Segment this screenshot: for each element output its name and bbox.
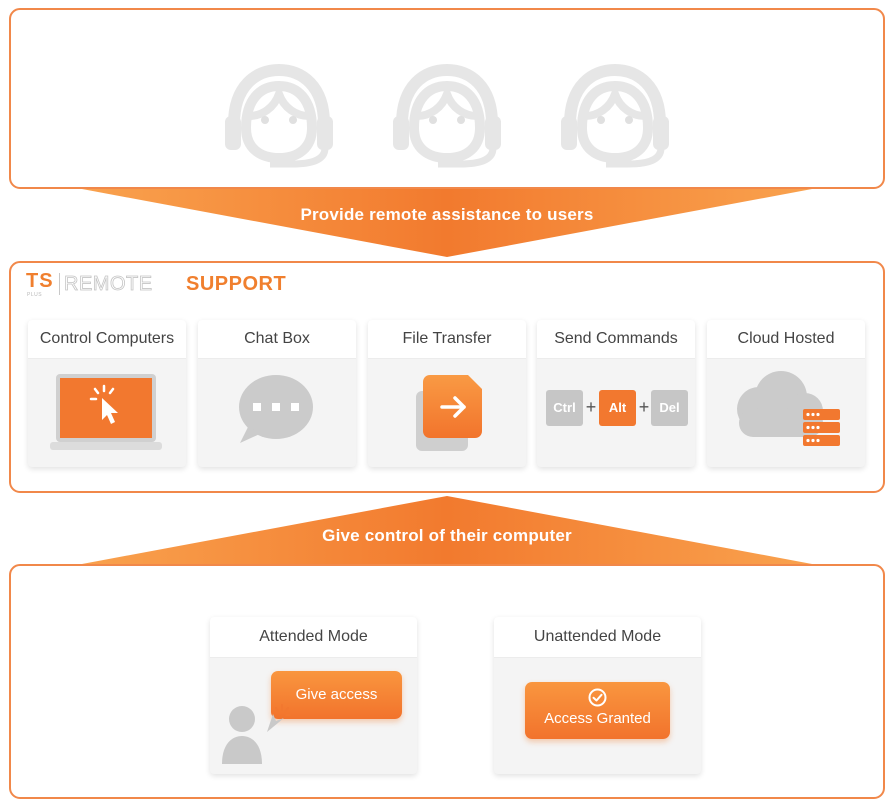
feature-title: Send Commands <box>537 320 695 359</box>
feature-title: Chat Box <box>198 320 356 359</box>
alt-key: Alt <box>599 390 636 426</box>
feature-title: Cloud Hosted <box>707 320 865 359</box>
support-agent-icon <box>393 64 501 168</box>
support-agent-icon <box>225 64 333 168</box>
feature-title: Control Computers <box>28 320 186 359</box>
user-icon <box>222 706 262 764</box>
feature-card-file-transfer: File Transfer <box>368 320 526 467</box>
control-label: Give control of their computer <box>322 526 572 545</box>
ctrl-key: Ctrl <box>546 390 583 426</box>
unattended-mode-card: Unattended Mode Access Granted <box>494 617 701 774</box>
del-key: Del <box>651 390 688 426</box>
feature-card-cloud-hosted: Cloud Hosted <box>707 320 865 467</box>
attended-mode-card: Attended Mode Give access <box>210 617 417 774</box>
access-granted-button[interactable]: Access Granted <box>525 682 670 739</box>
check-circle-icon <box>588 688 607 707</box>
feature-title: File Transfer <box>368 320 526 359</box>
feature-card-control-computers: Control Computers <box>28 320 186 467</box>
cloud-server-icon <box>737 371 840 446</box>
plus-sign: + <box>638 397 650 417</box>
cursor-click-icon <box>267 704 291 732</box>
chat-bubble-icon <box>239 375 313 443</box>
assistance-band: Provide remote assistance to users <box>0 187 894 259</box>
mode-title: Attended Mode <box>210 617 417 658</box>
keyboard-keys-icon: Ctrl + Alt + Del <box>537 359 695 468</box>
support-agent-icon <box>561 64 669 168</box>
feature-card-chat-box: Chat Box <box>198 320 356 467</box>
feature-card-send-commands: Send Commands Ctrl + Alt + Del <box>537 320 695 467</box>
assistance-label: Provide remote assistance to users <box>300 205 594 224</box>
plus-sign: + <box>585 397 597 417</box>
laptop-cursor-icon <box>50 374 162 450</box>
modes-panel <box>9 564 885 799</box>
give-access-button[interactable]: Give access <box>271 671 402 719</box>
access-granted-label: Access Granted <box>544 710 651 727</box>
mode-title: Unattended Mode <box>494 617 701 658</box>
control-band: Give control of their computer <box>0 494 894 566</box>
file-transfer-icon <box>416 375 482 451</box>
